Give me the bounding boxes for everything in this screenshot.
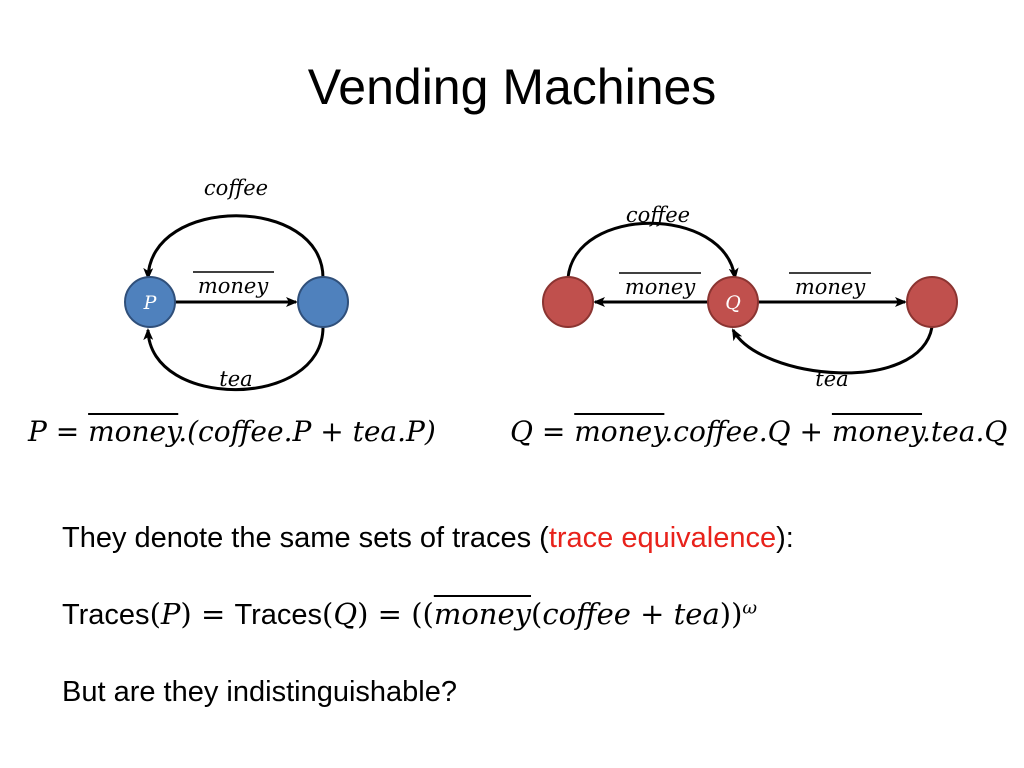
node-p-start [124, 276, 176, 328]
label-q-money-right: money [795, 275, 867, 299]
traces-word-1: Traces [62, 599, 150, 631]
trace-statement-before: They denote the same sets of traces ( [62, 522, 549, 554]
trace-statement: They denote the same sets of traces (tra… [62, 522, 794, 555]
equation-q-equals: = [532, 415, 575, 448]
edge-p-coffee [143, 214, 325, 280]
traces-arg-1: P [160, 597, 181, 631]
node-p-label: P [143, 292, 158, 314]
slide-title: Vending Machines [307, 59, 717, 115]
equation-p-lhs: P [28, 415, 47, 448]
edge-q-tea [731, 326, 934, 375]
label-p-tea: tea [219, 367, 252, 391]
equation-q-money-2: money [831, 415, 923, 448]
diagram-q: Q coffee money money tea [542, 203, 958, 391]
label-q-tea: tea [815, 367, 848, 391]
edge-p-tea [143, 326, 325, 392]
equation-q: Q = money.coffee.Q + money.tea.Q [510, 415, 1007, 448]
traces-money: money [433, 597, 532, 631]
trace-equivalence-highlight: trace equivalence [548, 522, 777, 554]
equation-q-money-1: money [574, 415, 665, 448]
equation-p-equals: = [46, 415, 89, 448]
traces-word-2: Traces [234, 599, 323, 631]
node-p-choice [297, 276, 349, 328]
node-q-right [906, 276, 958, 328]
node-q-label: Q [725, 292, 741, 314]
question-line: But are they indistinguishable? [62, 676, 457, 708]
label-q-coffee: coffee [626, 203, 690, 227]
transition-diagrams: P coffee money tea Q coffee money money … [124, 176, 958, 392]
node-q-left [542, 276, 594, 328]
traces-omega: ω [742, 597, 758, 619]
trace-statement-after: ): [776, 522, 794, 554]
equation-q-part-2: .tea.Q [922, 415, 1008, 448]
equation-q-lhs: Q [510, 415, 533, 448]
equation-p-rest: .(coffee.P + tea.P) [178, 415, 436, 448]
traces-inner: coffee + tea [542, 597, 720, 631]
equation-p-money: money [88, 415, 179, 448]
edge-q-coffee [566, 221, 739, 280]
diagram-p: P coffee money tea [124, 176, 349, 392]
equation-p: P = money.(coffee.P + tea.P) [28, 415, 436, 448]
label-p-money: money [198, 274, 270, 298]
traces-equation: Traces(P) = Traces(Q) = ((money(coffee +… [62, 597, 758, 631]
equation-q-part-1: .coffee.Q + [664, 415, 832, 448]
label-q-money-left: money [625, 275, 697, 299]
node-q-start [707, 276, 759, 328]
label-p-coffee: coffee [204, 176, 268, 200]
traces-arg-2: Q [333, 597, 358, 631]
